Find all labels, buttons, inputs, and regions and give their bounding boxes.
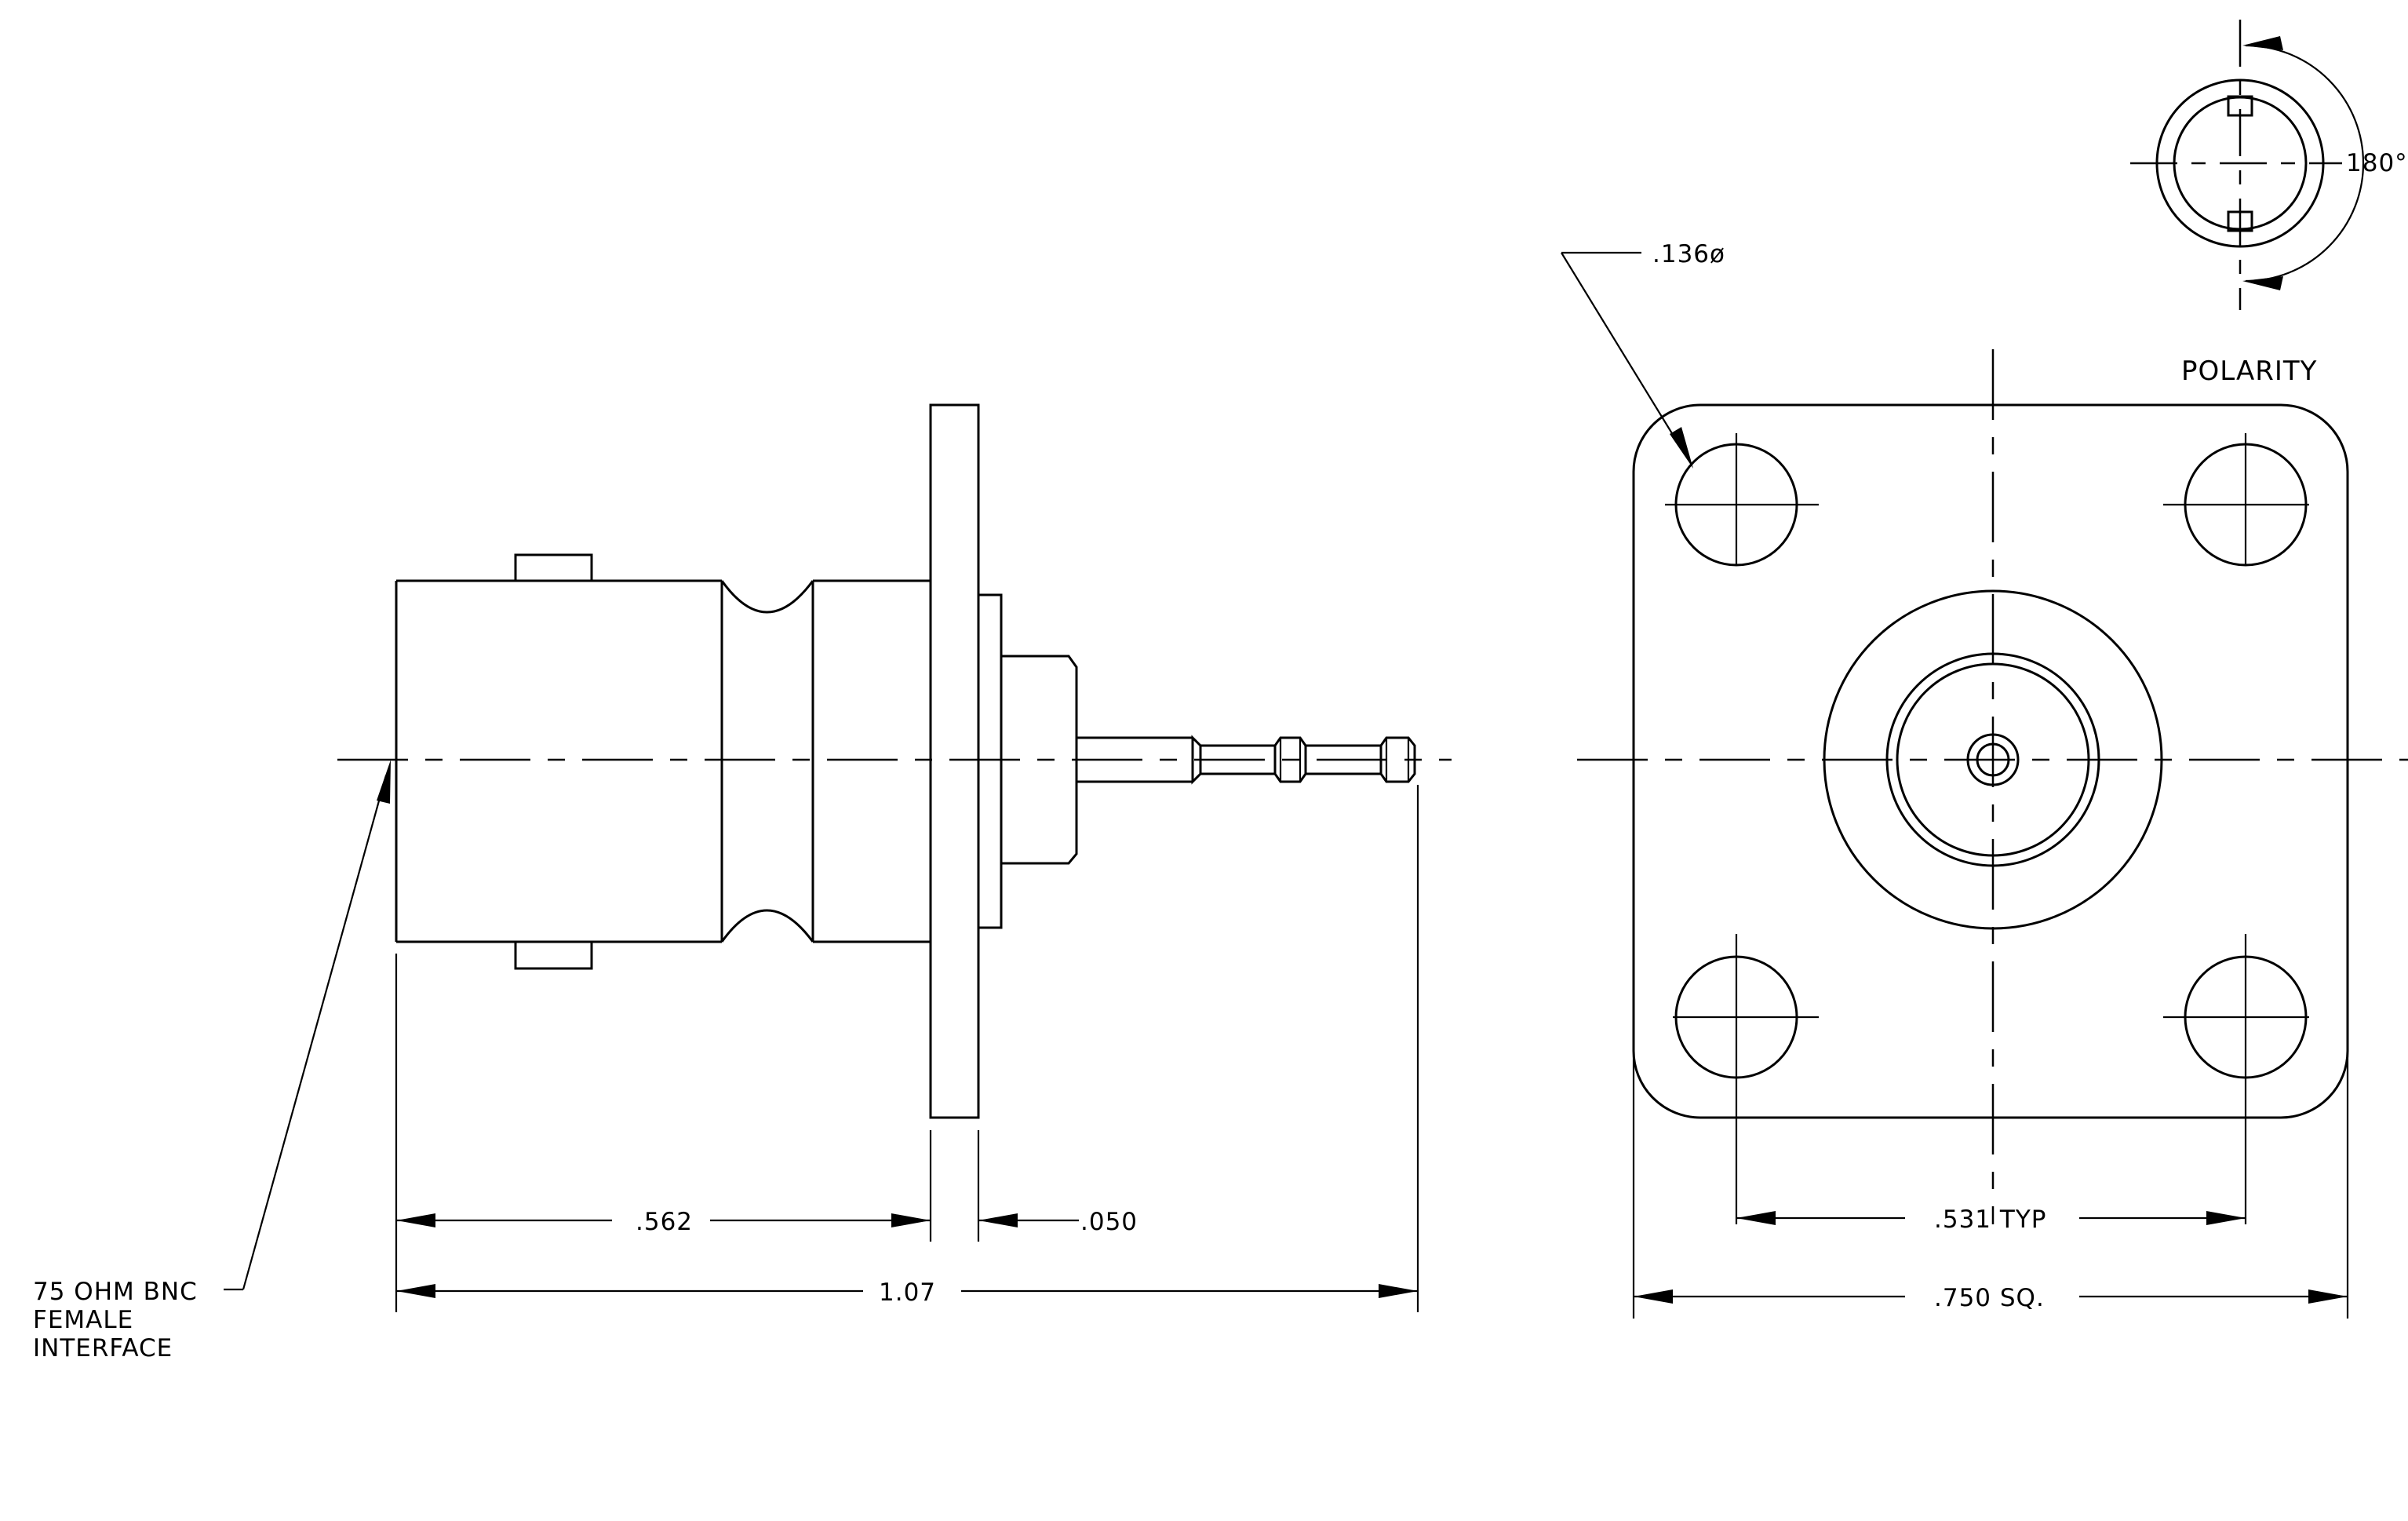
body-inner-circle xyxy=(1896,662,2090,857)
flange-square xyxy=(1632,403,2349,1119)
dim-750-sq: .750 SQ. xyxy=(1934,1284,2045,1312)
hole-diameter-leader xyxy=(1561,252,1686,456)
hole-diameter-label: .136ø xyxy=(1652,240,1725,268)
center-pin xyxy=(1076,735,1416,785)
body-outer-circle xyxy=(1885,652,2100,867)
pin-inner-circle xyxy=(1976,742,2010,777)
mounting-hole-bottom-right xyxy=(2163,934,2309,1224)
polarity-label: POLARITY xyxy=(2181,356,2317,387)
bnc-body xyxy=(395,553,931,970)
keyway-bottom xyxy=(2227,210,2253,232)
mounting-hole-top-left xyxy=(1665,433,1819,567)
dim-107: 1.07 xyxy=(879,1278,936,1307)
polarity-angle-label: 180° xyxy=(2346,149,2408,177)
rear-hub xyxy=(1001,655,1078,865)
interface-label-line2: FEMALE xyxy=(33,1306,133,1334)
bayonet-stud-top xyxy=(514,553,593,582)
polarity-arc xyxy=(2245,44,2365,283)
interface-leader xyxy=(242,775,388,1290)
outer-hub-circle xyxy=(1823,589,2163,930)
flange xyxy=(929,403,980,1119)
mounting-hole-top-right xyxy=(2163,433,2309,567)
polarity-outer-circle xyxy=(2155,78,2325,248)
mounting-hole-bottom-left xyxy=(1673,934,1819,1224)
side-view: .562 .050 1.07 75 OHM BNC FEMALE INTERFA… xyxy=(33,403,1452,1362)
dim-531-typ: .531 TYP xyxy=(1934,1205,2046,1234)
dim-562: .562 xyxy=(636,1208,693,1236)
interface-label-line1: 75 OHM BNC xyxy=(33,1278,198,1306)
bayonet-stud-bottom xyxy=(514,940,593,970)
rear-shoulder xyxy=(977,593,1003,929)
interface-label-line3: INTERFACE xyxy=(33,1334,173,1362)
front-view: .531 TYP .750 SQ. .136ø POLARITY xyxy=(1561,240,2408,1319)
dim-050: .050 xyxy=(1080,1208,1138,1236)
keyway-top xyxy=(2227,95,2253,117)
polarity-detail: 180° xyxy=(2130,20,2408,310)
pin-outer-circle xyxy=(1966,733,2020,786)
